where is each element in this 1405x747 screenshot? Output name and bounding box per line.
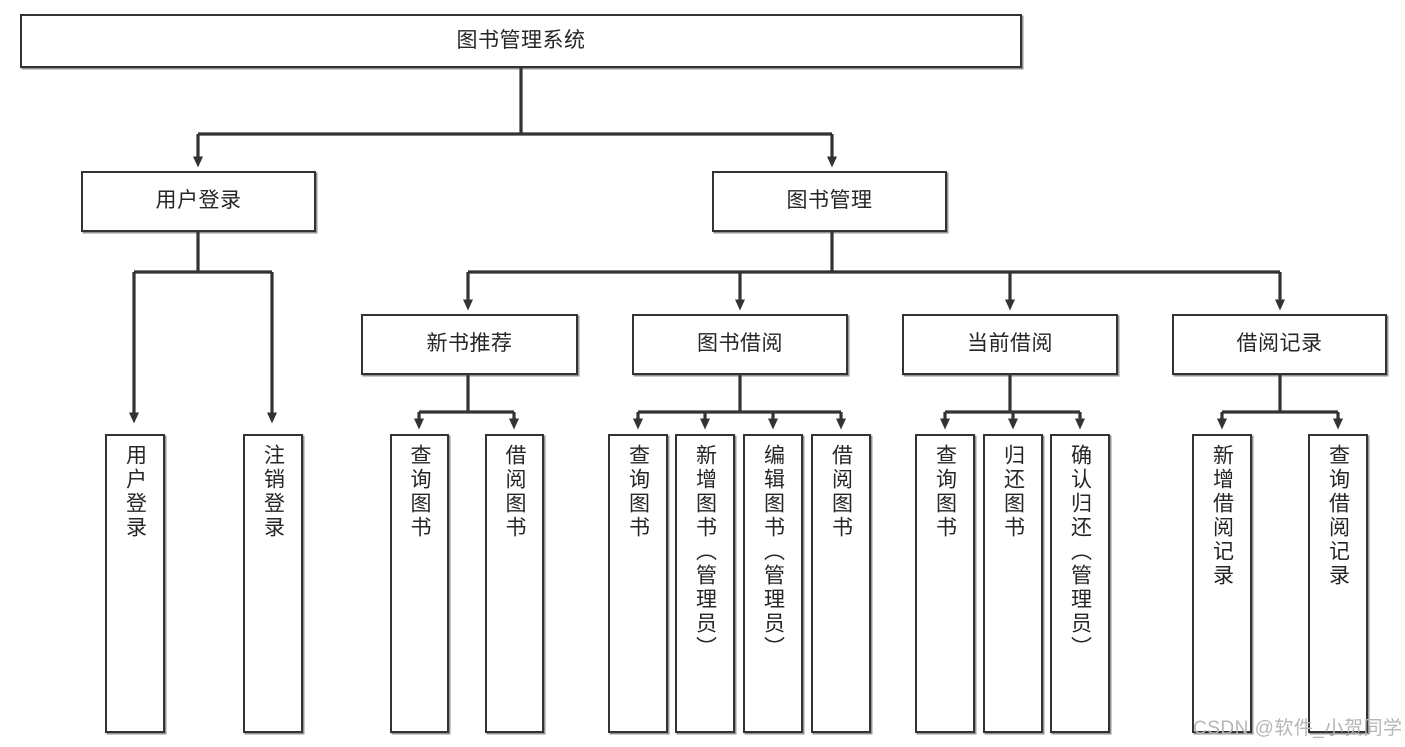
leaf-return-book[interactable]: 归还图书 <box>983 434 1043 733</box>
leaf-return-book-label: 归还图书 <box>1001 444 1025 540</box>
leaf-query-book-new-label: 查询图书 <box>408 444 431 540</box>
leaf-user-login[interactable]: 用户登录 <box>105 434 165 733</box>
node-user-login-label: 用户登录 <box>155 189 242 213</box>
leaf-confirm-return-admin[interactable]: 确认归还（管理员） <box>1050 434 1110 733</box>
leaf-query-borrow-record-label: 查询借阅记录 <box>1326 444 1350 588</box>
leaf-edit-book-admin[interactable]: 编辑图书（管理员） <box>743 434 803 733</box>
leaf-borrow-book[interactable]: 借阅图书 <box>811 434 871 733</box>
node-root-label: 图书管理系统 <box>456 28 586 52</box>
leaf-query-book-current[interactable]: 查询图书 <box>915 434 975 733</box>
leaf-borrow-book-label: 借阅图书 <box>829 444 853 540</box>
leaf-add-borrow-record-label: 新增借阅记录 <box>1210 444 1234 588</box>
node-book-borrow[interactable]: 图书借阅 <box>632 314 848 375</box>
leaf-query-book-borrow-label: 查询图书 <box>626 444 650 540</box>
node-borrow-records-label: 借阅记录 <box>1236 332 1323 356</box>
leaf-borrow-book-new-label: 借阅图书 <box>503 444 526 540</box>
csdn-watermark: CSDN @软件_小贺同学 <box>1193 718 1403 739</box>
leaf-borrow-book-new[interactable]: 借阅图书 <box>485 434 544 733</box>
node-book-management[interactable]: 图书管理 <box>712 171 947 232</box>
node-new-book-recommend-label: 新书推荐 <box>426 332 513 356</box>
leaf-logout-label: 注销登录 <box>261 444 285 540</box>
leaf-user-login-label: 用户登录 <box>123 444 147 540</box>
node-current-borrow[interactable]: 当前借阅 <box>902 314 1118 375</box>
leaf-add-book-admin-label: 新增图书（管理员） <box>693 444 717 660</box>
leaf-confirm-return-admin-label: 确认归还（管理员） <box>1068 444 1092 660</box>
node-current-borrow-label: 当前借阅 <box>967 332 1053 356</box>
leaf-logout[interactable]: 注销登录 <box>243 434 303 733</box>
node-book-management-label: 图书管理 <box>786 189 873 213</box>
leaf-query-book-current-label: 查询图书 <box>933 444 957 540</box>
leaf-edit-book-admin-label: 编辑图书（管理员） <box>761 444 785 660</box>
leaf-query-borrow-record[interactable]: 查询借阅记录 <box>1308 434 1368 733</box>
leaf-query-book-new[interactable]: 查询图书 <box>390 434 449 733</box>
leaf-add-book-admin[interactable]: 新增图书（管理员） <box>675 434 735 733</box>
node-user-login[interactable]: 用户登录 <box>81 171 316 232</box>
leaf-query-book-borrow[interactable]: 查询图书 <box>608 434 668 733</box>
node-new-book-recommend[interactable]: 新书推荐 <box>361 314 578 375</box>
node-book-borrow-label: 图书借阅 <box>697 332 783 356</box>
node-borrow-records[interactable]: 借阅记录 <box>1172 314 1387 375</box>
leaf-add-borrow-record[interactable]: 新增借阅记录 <box>1192 434 1252 733</box>
node-root[interactable]: 图书管理系统 <box>20 14 1022 68</box>
